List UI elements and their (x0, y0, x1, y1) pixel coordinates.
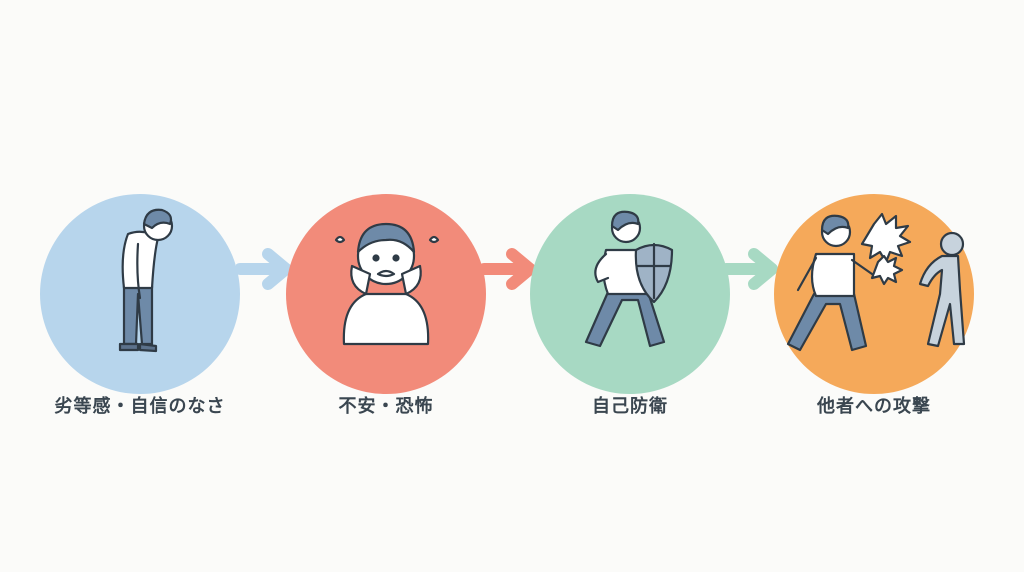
angry-person-attacking-icon (786, 212, 966, 352)
arrow-right-icon (720, 248, 778, 290)
step-label-4: 他者への攻撃 (817, 396, 931, 417)
step-label-3: 自己防衛 (592, 396, 668, 417)
anxious-person-icon (334, 222, 440, 346)
step-aggression (774, 194, 974, 394)
step-circle-4 (774, 194, 974, 394)
step-self-defense (530, 194, 730, 394)
arrow-right-icon (478, 248, 536, 290)
step-anxiety (286, 194, 486, 394)
arrow-3-to-4 (720, 244, 782, 294)
step-circle-2 (286, 194, 486, 394)
arrow-right-icon (234, 248, 292, 290)
step-circle-1 (40, 194, 240, 394)
step-circle-3 (530, 194, 730, 394)
step-label-1: 劣等感・自信のなさ (54, 396, 226, 417)
person-with-shield-icon (584, 210, 674, 348)
step-label-2: 不安・恐怖 (338, 396, 434, 417)
arrow-1-to-2 (234, 244, 296, 294)
slumped-person-icon (118, 208, 174, 353)
arrow-2-to-3 (478, 244, 540, 294)
step-inferiority (40, 194, 240, 394)
